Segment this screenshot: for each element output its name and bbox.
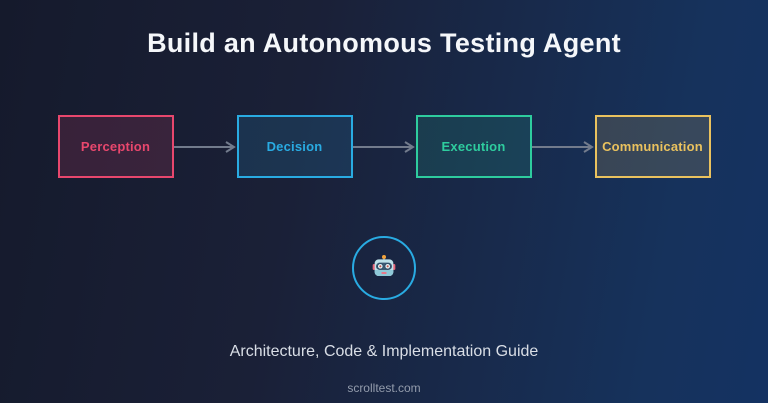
page-title: Build an Autonomous Testing Agent	[147, 28, 621, 58]
flow-box-label: Perception	[80, 139, 151, 154]
slide-subtitle: Architecture, Code & Implementation Guid…	[229, 343, 539, 360]
flow-box-label: Execution	[441, 139, 506, 154]
robot-icon	[372, 254, 396, 283]
flow-box-execution: Execution	[415, 115, 532, 178]
flow-arrow-icon	[352, 140, 416, 154]
site-footer-url: scrolltest.com	[347, 381, 421, 395]
flow-arrow-icon	[531, 140, 595, 154]
flow-box-decision: Decision	[236, 115, 353, 178]
flow-arrow-icon	[173, 140, 237, 154]
flow-box-communication: Communication	[594, 115, 711, 178]
agent-circle	[352, 236, 416, 300]
flow-box-label: Decision	[266, 139, 323, 154]
agent-flow-diagram: Perception Decision Execution	[0, 115, 768, 178]
flow-box-label: Communication	[602, 139, 703, 154]
flow-box-perception: Perception	[57, 115, 174, 178]
